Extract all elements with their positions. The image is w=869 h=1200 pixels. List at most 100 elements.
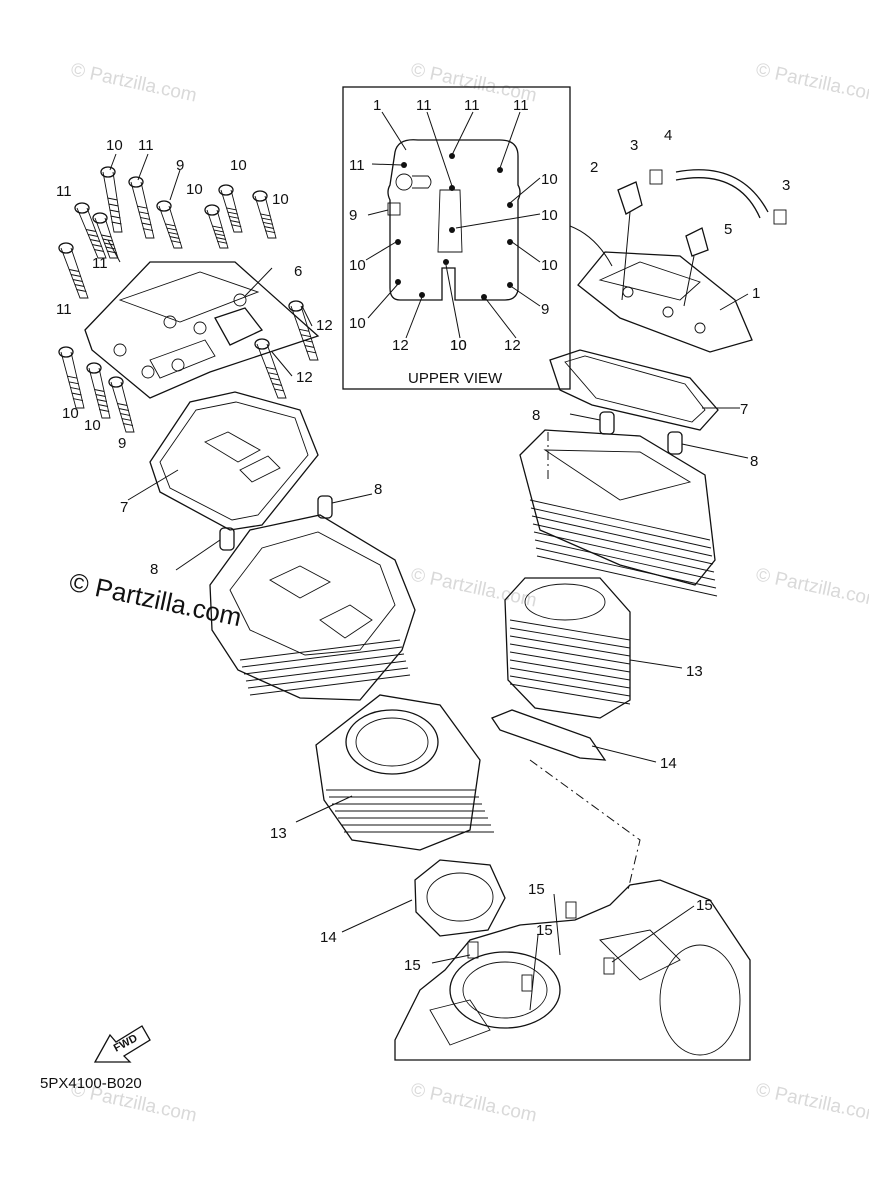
hose-clamp-3b [773,209,787,225]
callout-c10: 6 [294,263,302,280]
front-base-gasket [414,859,506,937]
callout-c3: 9 [176,157,184,174]
watermark: © Partzilla.com [69,59,199,106]
callout-u9: 10 [349,257,366,274]
crankcase [394,879,751,1061]
dowel-15d [603,957,615,975]
callout-u16: 9 [541,301,549,318]
fitting-5 [685,227,709,257]
callout-c12: 12 [296,369,313,386]
front-head-cover [84,261,320,399]
callout-u6: 10 [541,171,558,188]
upper-view-label: UPPER VIEW [408,370,503,387]
bolt [204,204,229,249]
breather-pipe-4 [675,169,769,213]
upper-view-inset: UPPER VIEW [342,86,613,390]
bolt [108,376,135,433]
callout-u4: 11 [513,97,529,114]
hose-clamp-3 [649,169,663,185]
upper-view-frame [342,86,571,390]
callout-c35: 14 [660,755,677,772]
callout-c1: 10 [106,137,123,154]
callout-c15: 9 [118,435,126,452]
callout-c21: 15 [528,881,545,898]
callout-u12: 10 [450,337,467,354]
bolt [86,362,111,419]
callout-c34: 13 [686,663,703,680]
front-cylinder [315,694,494,851]
callout-c31: 7 [740,401,748,418]
callout-c13: 10 [62,405,79,422]
rear-base-gasket [491,709,607,761]
bolt [100,166,123,233]
watermark: © Partzilla.com [754,564,869,611]
dowel-15 [565,901,577,919]
fwd-label: FWD [112,1032,140,1054]
bolt-set [58,166,319,433]
callout-c24: 15 [696,897,713,914]
callout-u8: 10 [541,207,558,224]
rear-cylinder-head [519,429,718,597]
bolt [58,242,89,299]
callout-u7: 9 [349,207,357,224]
callout-c23: 15 [404,957,421,974]
fwd-arrow-icon: FWD [93,1025,151,1063]
head-cover-rib [437,189,463,253]
dowel-15c [521,974,533,992]
head-cover-top-outline [387,139,521,301]
callout-c18: 8 [150,561,158,578]
callout-c4: 10 [230,157,247,174]
front-gasket [149,391,319,531]
bolt [218,184,243,233]
callout-c25: 2 [590,159,598,176]
leader-lines [107,153,749,1011]
cover-bolt-holes [395,153,513,300]
watermark: © Partzilla.com [409,1079,539,1126]
callout-u1: 1 [373,97,381,114]
bolt [156,200,183,249]
callout-u2: 11 [416,97,432,114]
watermark: © Partzilla.com [754,1079,869,1126]
hose-joint-2 [617,181,643,215]
callout-u10: 10 [541,257,558,274]
cover-port-lip [412,175,432,189]
bolt [128,176,155,239]
callout-c2: 11 [138,137,154,154]
cover-tab [387,202,401,216]
callout-u3: 11 [464,97,480,114]
callout-u15: 12 [504,337,521,354]
bolt [92,212,119,259]
cover-block-6 [214,307,264,346]
callout-c33: 8 [750,453,758,470]
callout-u5: 11 [349,157,365,174]
bolt [254,338,287,399]
callout-c27: 4 [664,127,672,144]
callout-c9: 11 [56,301,72,318]
dowel-pins [219,411,683,551]
callout-c20: 14 [320,929,337,946]
cover-port [395,173,413,191]
callout-c7: 11 [56,183,72,200]
callout-u11: 10 [349,315,366,332]
bolt [58,346,85,409]
dowel-15b [467,941,479,959]
bolt [74,202,107,259]
alignment-lines [529,432,641,891]
callout-c26: 3 [630,137,638,154]
upper-view-leaders [365,111,541,339]
callout-c19: 13 [270,825,287,842]
callout-c6: 10 [272,191,289,208]
watermark-group: © Partzilla.com © Partzilla.com © Partzi… [67,59,869,1126]
upper-view-pointer [569,225,613,267]
callout-c30: 1 [752,285,760,302]
callout-c28: 3 [782,177,790,194]
callout-c29: 5 [724,221,732,238]
front-cylinder-head [209,514,416,701]
rear-head-cover [577,251,753,353]
callout-c32: 8 [532,407,540,424]
callout-c22: 15 [536,922,553,939]
bolt [252,190,277,239]
